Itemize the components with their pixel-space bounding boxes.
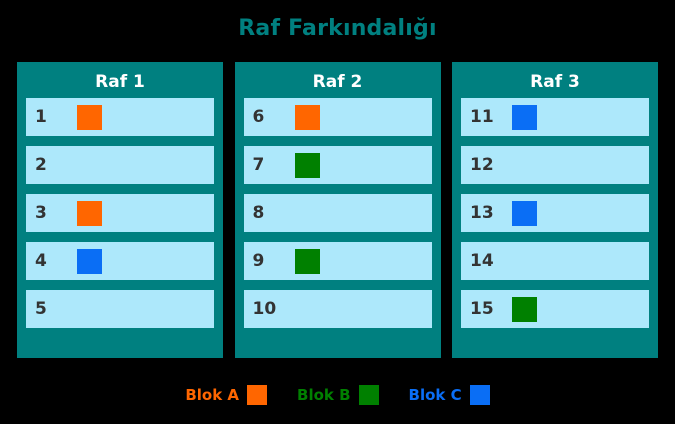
empty-slot-space <box>295 297 320 322</box>
slot-number: 8 <box>252 203 265 223</box>
shelf-slot[interactable]: 11 <box>461 98 649 136</box>
slot-number: 7 <box>252 155 265 175</box>
empty-slot-space <box>512 249 537 274</box>
legend-swatch-block-b <box>358 385 379 405</box>
shelf-header: Raf 2 <box>312 72 363 92</box>
legend-swatch-block-c <box>469 385 490 405</box>
slot-number: 9 <box>252 251 265 271</box>
empty-slot-space <box>512 153 537 178</box>
slot-number: 4 <box>35 251 47 271</box>
block-square-block-a[interactable] <box>77 104 102 130</box>
legend-label: Blok B <box>297 386 351 404</box>
shelf-slot[interactable]: 14 <box>461 242 649 280</box>
shelf-slot[interactable]: 13 <box>461 194 649 232</box>
block-square-block-a[interactable] <box>77 200 102 226</box>
shelf-slot[interactable]: 10 <box>243 290 432 328</box>
shelf-slot[interactable]: 12 <box>461 146 649 184</box>
legend-label: Blok C <box>408 386 462 404</box>
block-square-block-c[interactable] <box>512 200 537 226</box>
shelf-slot[interactable]: 2 <box>26 146 214 184</box>
shelf-slot[interactable]: 6 <box>243 98 432 136</box>
legend-item: Blok A <box>185 385 268 405</box>
empty-slot-space <box>77 297 102 322</box>
shelf-slot[interactable]: 7 <box>243 146 432 184</box>
block-square-block-c[interactable] <box>77 248 102 274</box>
legend-swatch-block-a <box>247 385 268 405</box>
slot-number: 2 <box>35 155 47 175</box>
slot-number: 1 <box>35 107 47 127</box>
slot-number: 5 <box>35 299 47 319</box>
slot-list: 11 12 13 14 15 <box>461 98 649 348</box>
slot-number: 14 <box>470 251 494 271</box>
shelf-panel-3: Raf 3 11 12 13 14 15 <box>452 62 658 358</box>
page-title: Raf Farkındalığı <box>238 16 437 41</box>
shelf-header: Raf 3 <box>530 72 580 92</box>
slot-number: 15 <box>470 299 494 319</box>
slot-number: 12 <box>470 155 494 175</box>
legend-label: Blok A <box>185 386 240 404</box>
block-square-block-a[interactable] <box>294 104 320 130</box>
shelf-header: Raf 1 <box>95 72 145 92</box>
shelf-slot[interactable]: 5 <box>26 290 214 328</box>
legend-item: Blok B <box>297 385 379 405</box>
shelf-panel-1: Raf 1 1 2 3 4 5 <box>17 62 223 358</box>
block-square-block-b[interactable] <box>294 248 320 274</box>
legend: Blok A Blok B Blok C <box>0 382 675 408</box>
shelf-slot[interactable]: 15 <box>461 290 649 328</box>
shelf-slot[interactable]: 8 <box>243 194 432 232</box>
slot-list: 1 2 3 4 5 <box>26 98 214 348</box>
block-square-block-b[interactable] <box>512 296 537 322</box>
slot-number: 3 <box>35 203 47 223</box>
slot-number: 6 <box>252 107 265 127</box>
empty-slot-space <box>295 201 320 226</box>
shelf-slot[interactable]: 3 <box>26 194 214 232</box>
shelf-slot[interactable]: 9 <box>243 242 432 280</box>
legend-item: Blok C <box>409 385 490 405</box>
shelf-panel-2: Raf 2 6 7 8 9 10 <box>234 62 441 358</box>
empty-slot-space <box>77 153 102 178</box>
slot-number: 11 <box>470 107 494 127</box>
slot-list: 6 7 8 9 10 <box>243 98 432 348</box>
shelf-slot[interactable]: 4 <box>26 242 214 280</box>
block-square-block-b[interactable] <box>294 152 320 178</box>
slot-number: 10 <box>252 299 277 319</box>
shelf-slot[interactable]: 1 <box>26 98 214 136</box>
slot-number: 13 <box>470 203 494 223</box>
block-square-block-c[interactable] <box>512 104 537 130</box>
